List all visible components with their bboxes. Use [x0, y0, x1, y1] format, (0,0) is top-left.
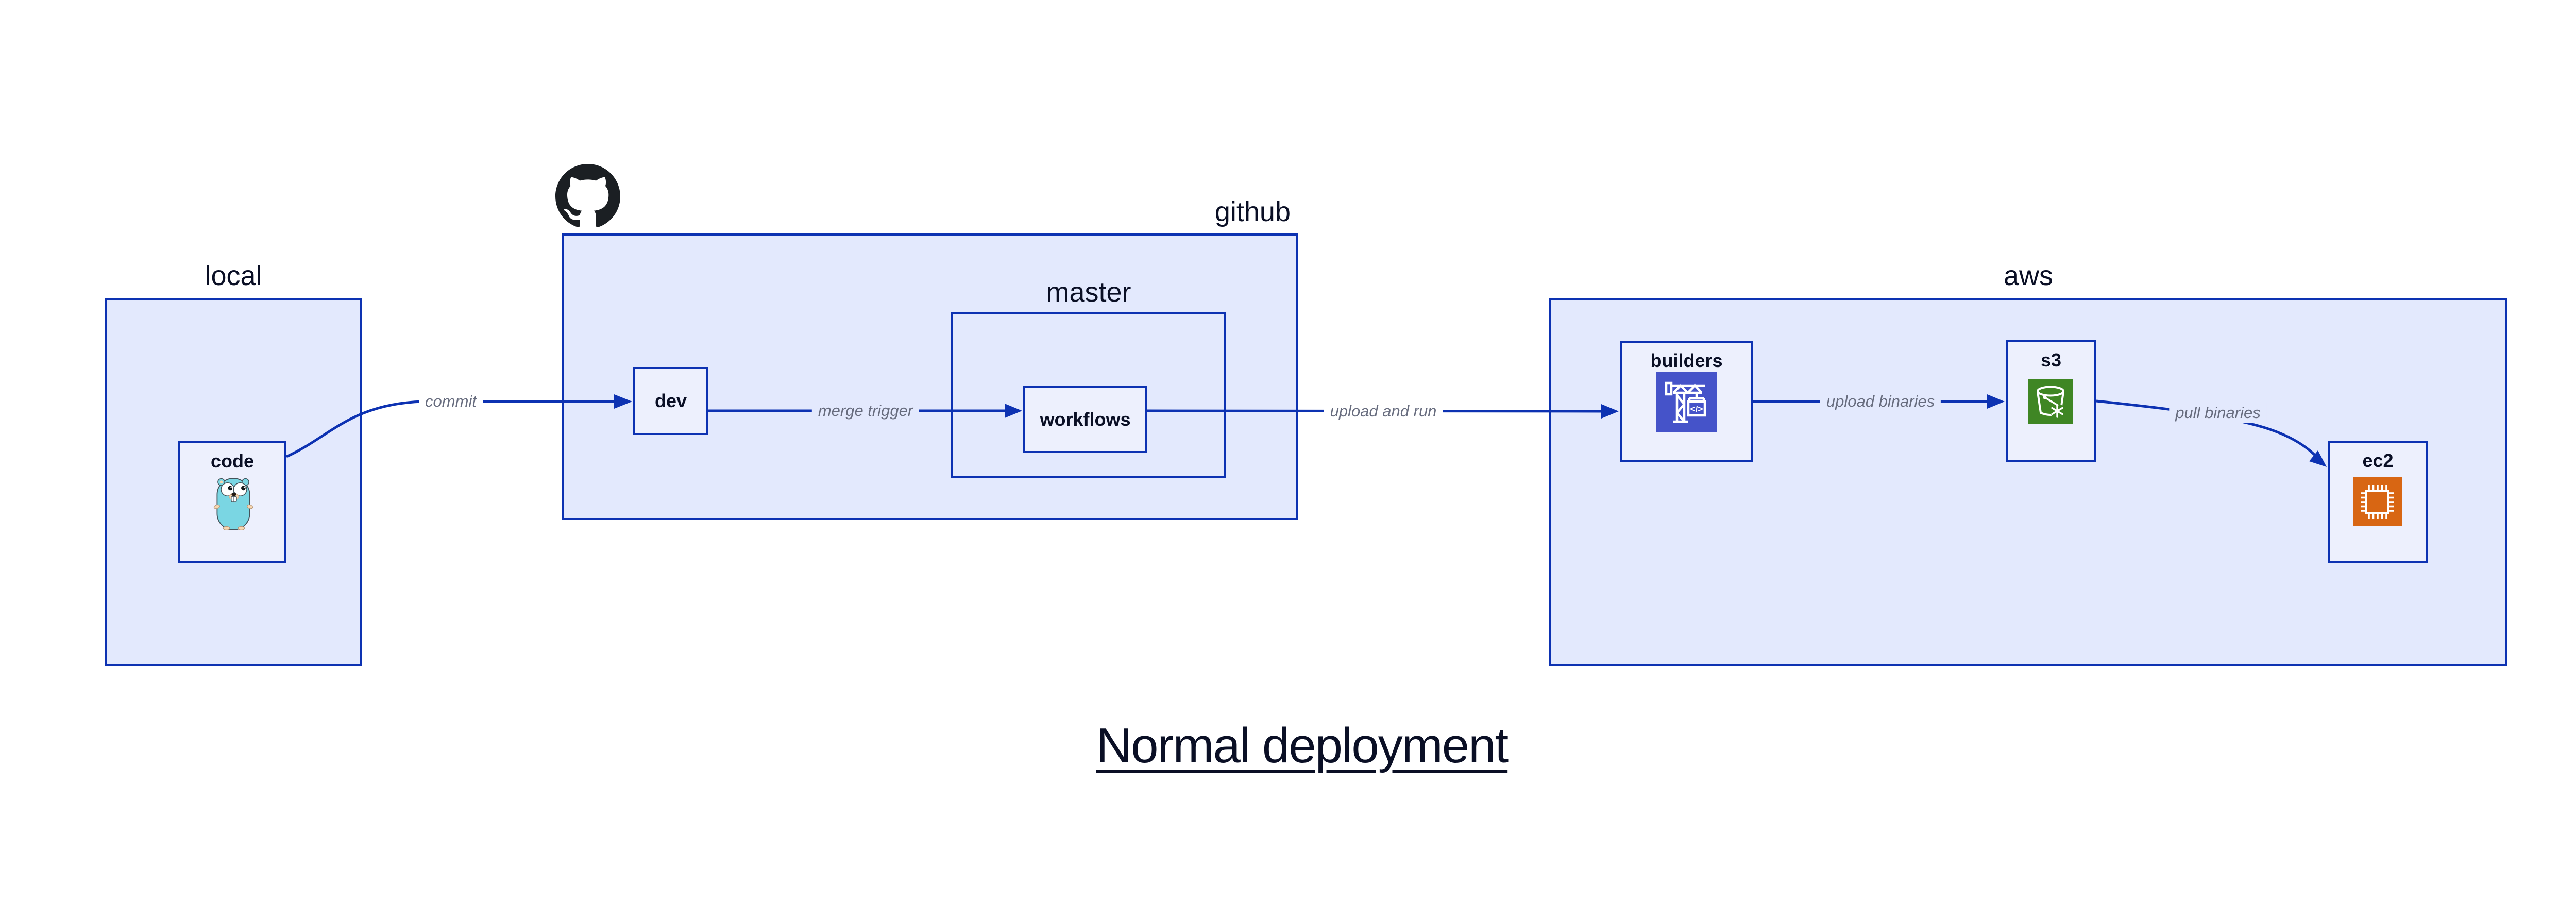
container-github-label: github [1214, 196, 1291, 227]
node-builders: builders </> [1620, 341, 1753, 462]
node-dev: dev [633, 367, 708, 435]
container-master-label: master [1046, 277, 1131, 308]
codebuild-crane-icon: </> [1656, 372, 1717, 432]
diagram-title: Normal deployment [1096, 718, 1509, 773]
ec2-chip-icon [2353, 477, 2402, 526]
node-ec2-label: ec2 [2362, 450, 2394, 471]
go-gopher-icon [213, 478, 253, 530]
s3-bucket-icon [2028, 379, 2073, 424]
edge-label-commit: commit [419, 391, 483, 412]
edge-label-pull-binaries: pull binaries [2169, 403, 2267, 423]
svg-text:</>: </> [1690, 404, 1703, 414]
edge-label-upload-binaries: upload binaries [1820, 391, 1941, 412]
node-dev-label: dev [654, 390, 687, 411]
node-s3-label: s3 [2040, 349, 2062, 371]
node-s3: s3 [2006, 340, 2096, 462]
node-code: code [178, 441, 286, 563]
node-ec2: ec2 [2328, 441, 2428, 563]
edge-label-upload-and-run: upload and run [1324, 401, 1443, 422]
node-builders-label: builders [1650, 350, 1723, 371]
node-workflows-label: workflows [1040, 409, 1131, 430]
container-aws-label: aws [2003, 260, 2054, 291]
container-local-label: local [205, 260, 262, 291]
node-code-label: code [210, 450, 255, 472]
github-octocat-icon [555, 164, 620, 227]
edge-label-merge-trigger: merge trigger [811, 400, 920, 421]
node-workflows: workflows [1023, 386, 1147, 453]
